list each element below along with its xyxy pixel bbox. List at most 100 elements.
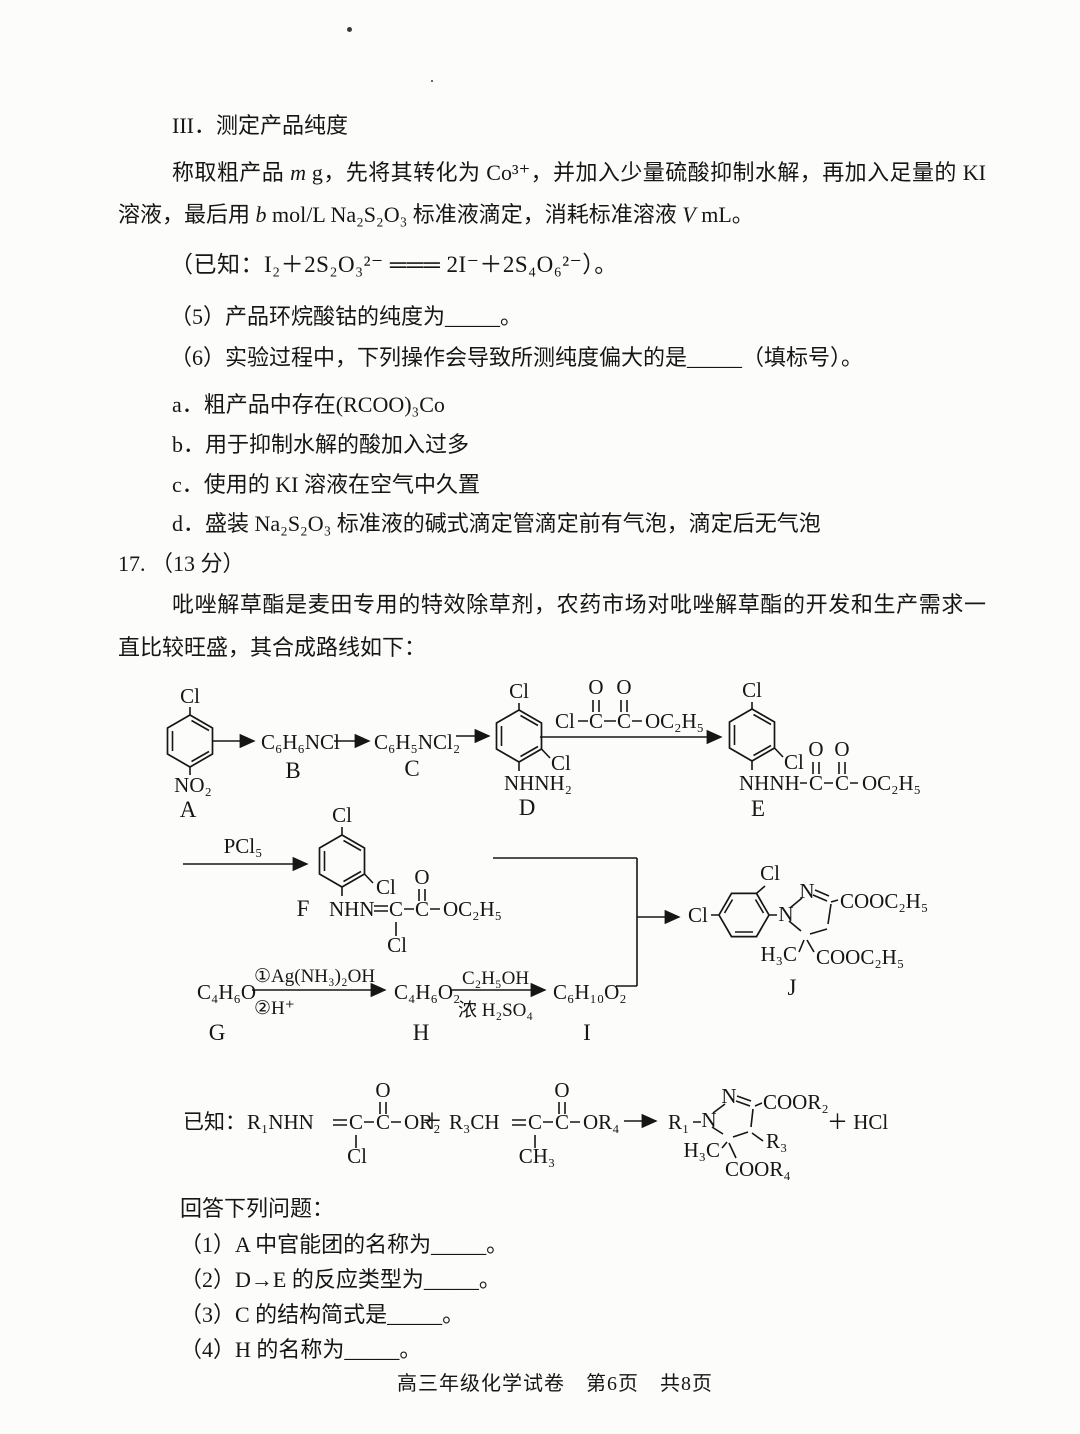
reaction-arrows — [183, 728, 723, 1129]
benzene-ring-D — [495, 703, 551, 771]
compound-c-formula: C₆H₅NCl₂ — [374, 730, 460, 754]
known-c1-label: C — [349, 1110, 363, 1134]
compound-g-formula: C₄H₆O — [197, 980, 256, 1004]
scan-speck — [347, 27, 352, 32]
p1-pre: 称取粗产品 — [172, 160, 291, 185]
a-no2-label: NO₂ — [174, 773, 212, 797]
subquestion-3: （3）C 的结构简式是_____。 — [180, 1302, 465, 1327]
reagent-c2-label: C — [617, 709, 631, 733]
compound-g-label: G — [209, 1020, 226, 1045]
option-a: a．粗产品中存在(RCOO)₃Co — [172, 392, 445, 417]
j-ester-bottom-label: COOC₂H₅ — [816, 945, 904, 969]
known-equation: （已知：I₂＋2S₂O₃²⁻ ═══ 2I⁻＋2S₄O₆²⁻）。 — [170, 252, 618, 277]
p2-pre: 溶液，最后用 — [118, 202, 256, 227]
known-cl-label: Cl — [347, 1144, 367, 1168]
option-d: d．盛装 Na₂S₂O₃ 标准液的碱式滴定管滴定前有气泡，滴定后无气泡 — [172, 511, 821, 536]
g-arrow-reagent-below: ②H⁺ — [254, 998, 295, 1019]
p2-post: mL。 — [695, 202, 754, 227]
known-prefix-label: 已知： — [183, 1110, 246, 1134]
known-c2-label: C — [376, 1110, 390, 1134]
j-cl-left-label: Cl — [688, 903, 708, 927]
f-cl-ortho-label: Cl — [376, 875, 396, 899]
f-cl-down-label: Cl — [387, 933, 407, 957]
known-ch3-label: CH₃ — [519, 1144, 556, 1168]
h-arrow-reagent-above: C₂H₅OH — [462, 968, 529, 989]
compound-d-label: D — [519, 795, 536, 820]
compound-i-formula: C₆H₁₀O₂ — [553, 980, 627, 1004]
pcl5-reagent-label: PCl₅ — [224, 834, 263, 858]
e-oet-label: OC₂H₅ — [862, 771, 921, 795]
j-n1-label: N — [778, 902, 793, 926]
d-hydrazine-label: NHNH₂ — [504, 771, 572, 795]
e-nhnh-label: NHNH — [739, 771, 800, 795]
known-plus-sign: ＋ — [422, 1109, 443, 1133]
compound-c-label: C — [404, 756, 419, 781]
compound-b-label: B — [285, 758, 300, 783]
f-c1-label: C — [389, 897, 403, 921]
product-r3-label: R₃ — [766, 1129, 787, 1153]
benzene-ring-A — [166, 707, 214, 775]
question-6: （6）实验过程中，下列操作会导致所测纯度偏大的是_____（填标号）。 — [170, 345, 864, 370]
known-c3-label: C — [528, 1110, 542, 1134]
page-footer: 高三年级化学试卷 第6页 共8页 — [397, 1373, 713, 1395]
known-or2-label: OR₂ — [404, 1110, 441, 1134]
section3-heading: III．测定产品纯度 — [172, 113, 348, 138]
purity-paragraph-line1: 称取粗产品 m g，先将其转化为 Co³⁺，并加入少量硫酸抑制水解，再加入足量的… — [172, 159, 986, 188]
e-c2-label: C — [835, 771, 849, 795]
benzene-ring-E — [728, 702, 784, 770]
f-oet-label: OC₂H₅ — [443, 897, 502, 921]
product-coor2-label: COOR₂ — [763, 1090, 829, 1114]
product-n2-label: N — [721, 1084, 736, 1108]
variable-m: m — [290, 160, 306, 185]
p2-mid: mol/L Na₂S₂O₃ 标准液滴定，消耗标准溶液 — [266, 202, 683, 227]
f-nhn-label: NHN — [329, 897, 375, 921]
compound-j-label: J — [788, 975, 797, 1000]
h-arrow-reagent-below: 浓 H₂SO₄ — [458, 999, 533, 1021]
reagent-c1-label: C — [589, 709, 603, 733]
compound-a-label: A — [180, 797, 197, 822]
e-cl-ortho-label: Cl — [784, 750, 804, 774]
j-ester-top-label: COOC₂H₅ — [840, 889, 928, 913]
compound-h-formula: C₄H₆O₂ — [394, 980, 460, 1004]
known-r3ch-label: R₃CH — [449, 1110, 500, 1134]
d-cl-ortho-label: Cl — [551, 751, 571, 775]
known-o2-label: O — [554, 1078, 569, 1102]
reagent-cl-label: Cl — [555, 709, 575, 733]
question-17-intro-line1: 吡唑解草酯是麦田专用的特效除草剂，农药市场对吡唑解草酯的开发和生产需求一 — [172, 592, 986, 617]
subquestion-2: （2）D→E 的反应类型为_____。 — [180, 1267, 501, 1292]
variable-b: b — [255, 202, 267, 227]
e-cl-top-label: Cl — [742, 678, 762, 702]
synthesis-scheme: Cl NO₂ A C₆H₆NCl B C₆H₅NCl₂ C Cl Cl NHNH… — [166, 675, 928, 1181]
question-17-intro-line2: 直比较旺盛，其合成路线如下： — [118, 635, 427, 660]
variable-v: V — [682, 202, 696, 227]
compound-b-formula: C₆H₆NCl — [261, 730, 340, 754]
bond-lines — [333, 700, 858, 1159]
product-n1-label: N — [701, 1108, 716, 1132]
f-c2-label: C — [415, 897, 429, 921]
compound-f-label: F — [297, 896, 310, 921]
question-5: （5）产品环烷酸钴的纯度为_____。 — [170, 304, 523, 329]
purity-paragraph-line2: 溶液，最后用 b mol/L Na₂S₂O₃ 标准液滴定，消耗标准溶液 V mL… — [118, 201, 754, 230]
reagent-oet-label: OC₂H₅ — [645, 709, 704, 733]
e-o1-label: O — [808, 737, 823, 761]
answer-prompt: 回答下列问题： — [180, 1196, 335, 1221]
subquestion-4: （4）H 的名称为_____。 — [180, 1337, 422, 1362]
known-c4-label: C — [555, 1110, 569, 1134]
known-or4-label: OR₄ — [583, 1110, 620, 1134]
j-n2-label: N — [799, 879, 814, 903]
question-17-number: 17. （13 分） — [118, 551, 245, 576]
subquestion-1: （1）A 中官能团的名称为_____。 — [180, 1232, 509, 1257]
product-r1-label: R₁ — [668, 1110, 689, 1134]
reagent-o2-label: O — [616, 675, 631, 699]
compound-i-label: I — [583, 1020, 591, 1045]
a-cl-label: Cl — [180, 684, 200, 708]
scan-speck — [431, 80, 433, 82]
f-cl-top-label: Cl — [332, 803, 352, 827]
compound-h-label: H — [413, 1020, 430, 1045]
product-hcl-label: ＋ HCl — [827, 1110, 888, 1134]
connector-bracket — [493, 857, 638, 987]
known-o1-label: O — [375, 1078, 390, 1102]
compound-e-label: E — [751, 796, 765, 821]
j-methyl-label: H₃C — [761, 942, 798, 966]
